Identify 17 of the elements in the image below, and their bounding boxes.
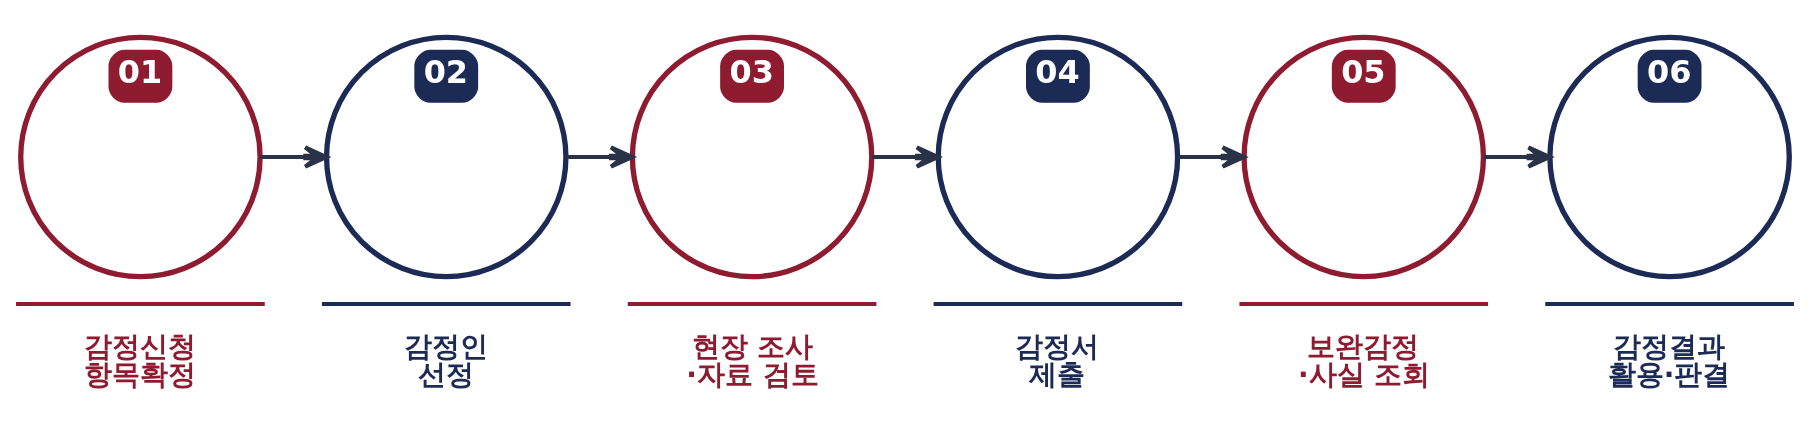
node-circle: 05 [1241, 34, 1487, 280]
node-circle: 03 [629, 34, 875, 280]
arrow [260, 145, 329, 169]
node-label: 감정신청 항목확정 [83, 330, 196, 392]
node-label: 감정서 제출 [1015, 330, 1100, 392]
arrow [871, 145, 941, 169]
arrow [566, 145, 635, 169]
node-circle: 02 [323, 34, 569, 280]
node-circle: 01 [18, 34, 263, 280]
node-circle: 04 [935, 34, 1181, 280]
node-label: 감정결과 활용·판결 [1607, 330, 1731, 392]
arrow [1177, 145, 1246, 169]
node-label: 감정인 선정 [403, 330, 488, 392]
node-label: 현장 조사 ·자료 검토 [686, 330, 819, 392]
node-circle: 06 [1547, 34, 1792, 280]
arrow [1483, 145, 1552, 169]
node-label: 보완감정 ·사실 조회 [1297, 330, 1431, 392]
